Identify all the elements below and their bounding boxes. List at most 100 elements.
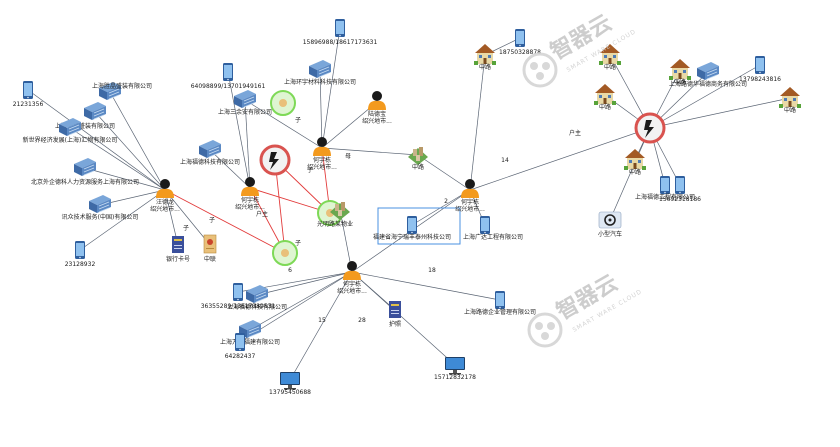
node-phone-5[interactable]: 23128932: [65, 241, 96, 268]
person-icon: [368, 91, 386, 110]
alert-marker-left[interactable]: [259, 144, 291, 176]
node-addr-1[interactable]: 中路: [474, 44, 496, 71]
node-phone-10[interactable]: 64098899/13701949161: [191, 63, 266, 90]
nodes-layer: 汪德龙绍兴地市...何宇栋绍兴地市...何宇栋绍兴地市...何宇栋绍兴地市...…: [13, 19, 801, 396]
edge-red-p_ci-hub1: [249, 187, 331, 214]
node-label: 中路: [629, 168, 641, 176]
edge-label-e_7: 14: [501, 157, 509, 164]
phone-icon: [233, 283, 243, 301]
node-label: 上海广达工程有限公司: [463, 233, 523, 241]
node-addr-2[interactable]: 中路: [599, 44, 621, 71]
node-phone-1[interactable]: 18750328878: [499, 29, 541, 56]
node-label: 中联: [204, 255, 216, 263]
edge-alert_r-phone_2: [649, 64, 761, 129]
node-p-right[interactable]: 何宇栋绍兴地市...: [455, 179, 485, 213]
node-label: 15692318186: [659, 196, 701, 203]
node-c-15[interactable]: 上海路德华福德商务有限公司: [669, 61, 747, 88]
edge-label-e_4: 子: [295, 240, 301, 247]
node-label: 何宇栋: [461, 198, 479, 206]
node-phone-9[interactable]: 36355289/13617389531: [201, 283, 276, 310]
node-car[interactable]: 小型汽车: [598, 211, 622, 238]
building-icon: [88, 194, 112, 214]
node-phone-6[interactable]: 64282437: [225, 333, 256, 360]
node-c-11[interactable]: 上海广达工程有限公司: [463, 216, 523, 241]
node-phone-7[interactable]: 13795450688: [269, 372, 311, 396]
node-c-3[interactable]: 新世界经济发展(上海)汇物有限公司: [23, 117, 118, 144]
node-c-2[interactable]: 上海恒晶盛装有限公司: [55, 101, 115, 130]
edge-p_ci-phone_10: [227, 71, 251, 189]
phone-icon: [755, 56, 765, 74]
edge-alert_r-p_right: [469, 127, 651, 191]
node-label: 13795450688: [269, 389, 311, 396]
node-p-top[interactable]: 何宇栋绍兴地市...: [307, 137, 337, 171]
node-phone-8[interactable]: 15712832178: [434, 357, 476, 381]
edge-p_right-house_2: [417, 154, 471, 191]
edge-label-e_9: 15: [318, 317, 326, 324]
node-bank[interactable]: 银行卡号: [166, 236, 190, 263]
node-c-1[interactable]: 上海胜晶盛装有限公司: [92, 81, 152, 101]
edge-alert_r-car: [609, 127, 651, 221]
edge-p_ci-c_7: [244, 99, 251, 189]
node-label: 64282437: [225, 353, 256, 360]
edge-p_center-c_14: [351, 271, 501, 301]
edge-p_ci-c_8: [209, 149, 251, 189]
house-icon: [669, 59, 691, 80]
node-c-5[interactable]: 讯众技术服务(中国)有限公司: [62, 194, 139, 221]
edge-p_wang-phone_5: [79, 189, 166, 251]
node-c-4[interactable]: 北京外企德科人力资源服务上海有限公司: [31, 157, 139, 186]
phone-icon: [235, 333, 245, 351]
node-addr-5[interactable]: 中路: [779, 87, 801, 114]
phone-icon: [480, 216, 490, 234]
node-phone-3[interactable]: 15692318186: [659, 176, 701, 203]
edge-p_wang-c_2: [94, 111, 166, 191]
edge-p_wang-c_4: [84, 167, 166, 191]
alert-marker-right[interactable]: [634, 112, 666, 144]
node-p-ci[interactable]: 何宇栋绍兴地市...: [235, 177, 265, 211]
edge-p_center-c_12: [256, 271, 353, 296]
estate-icon: [408, 147, 428, 165]
building-icon: [308, 59, 332, 79]
node-label: 中路: [479, 63, 491, 71]
node-jiyu[interactable]: 中联: [203, 234, 217, 263]
edge-p_top-c_7: [244, 99, 323, 149]
node-label: 15896988/18617173631: [303, 39, 378, 46]
node-addr-3[interactable]: 中路: [594, 84, 616, 111]
node-c-10[interactable]: 福建省海宁瑞丰泰州科技公司: [373, 216, 451, 241]
hub-top-core: [279, 99, 287, 107]
node-house-2[interactable]: 中路: [408, 147, 428, 171]
node-c-12[interactable]: 上海福德科技有限公司: [227, 284, 287, 311]
building-icon: [696, 61, 720, 81]
node-addr-4[interactable]: 中路: [669, 59, 691, 86]
node-c-13[interactable]: 上海万安福建有限公司: [220, 319, 280, 346]
edge-red-alert_l-hub0: [274, 159, 286, 254]
node-p-center[interactable]: 何宇栋绍兴地市...: [337, 261, 367, 295]
building-icon: [245, 284, 269, 304]
edge-label-e_13: 子: [295, 117, 301, 124]
node-phone-11[interactable]: 15896988/18617173631: [303, 19, 378, 46]
node-passport[interactable]: 护照: [389, 301, 401, 328]
phone-icon: [75, 241, 85, 259]
node-label: 新世界经济发展(上海)汇物有限公司: [23, 136, 118, 144]
edge-label-e_1: 子: [209, 217, 215, 224]
hub-center-left-core: [281, 249, 289, 257]
node-phone-2[interactable]: 13798243816: [739, 56, 781, 83]
node-p-wang[interactable]: 汪德龙绍兴地市...: [150, 179, 180, 213]
node-c-7[interactable]: 上海三余安有限公司: [218, 89, 272, 116]
node-c-9[interactable]: 光明路某物业: [317, 202, 353, 228]
node-c-16[interactable]: 上海福德工程有限公司: [635, 176, 695, 201]
node-label: 绍兴地市...: [307, 163, 337, 171]
node-label: 小型汽车: [598, 230, 622, 238]
node-phone-4[interactable]: 21231356: [13, 81, 44, 108]
node-c-8[interactable]: 上海福德科技有限公司: [180, 139, 240, 166]
node-house-1[interactable]: 中路: [624, 149, 646, 176]
node-c-14[interactable]: 上海路德企业管理有限公司: [464, 291, 536, 316]
node-p-ji[interactable]: 陆德宝绍兴地市...: [362, 91, 392, 125]
selection-box[interactable]: [377, 207, 461, 245]
person-icon: [241, 177, 259, 196]
bank-icon: [172, 236, 184, 253]
edge-alert_r-addr_5: [649, 97, 791, 129]
phone-icon: [495, 291, 505, 309]
node-label: 上海胜晶盛装有限公司: [92, 82, 152, 90]
node-c-6[interactable]: 上海环宇材料科技有限公司: [284, 59, 356, 86]
